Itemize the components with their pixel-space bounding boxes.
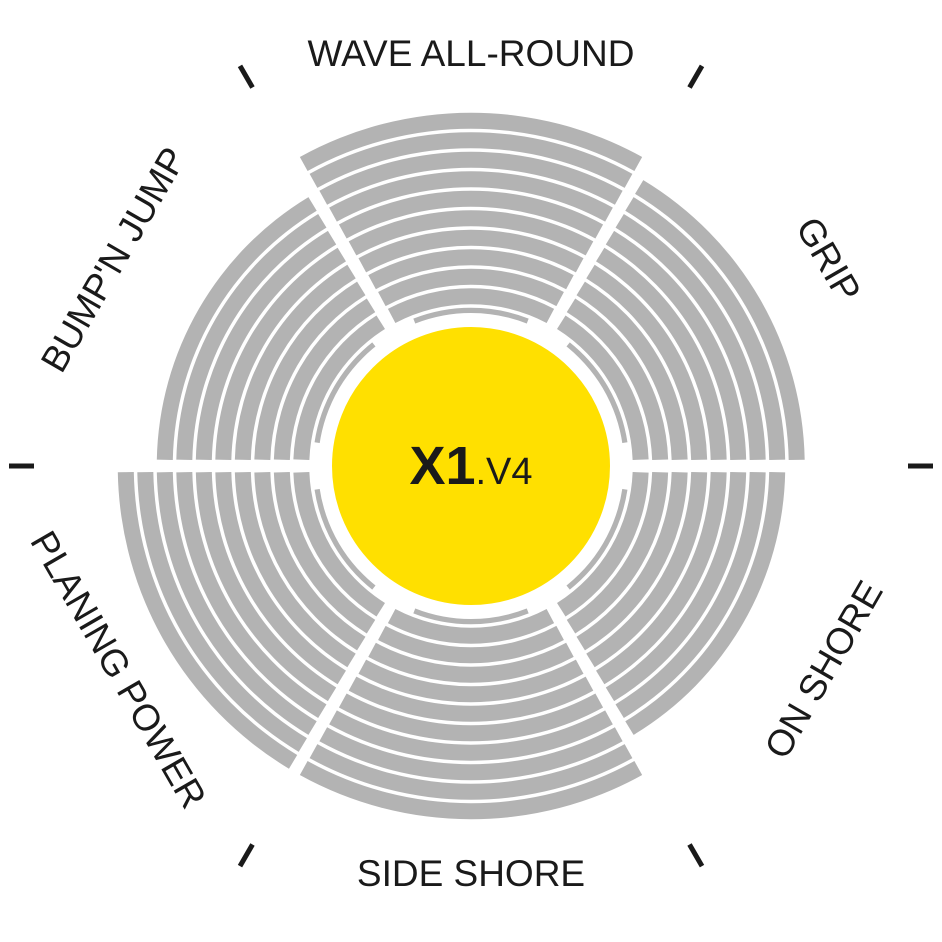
category-label-side-shore: SIDE SHORE	[357, 853, 585, 894]
ring-band	[234, 264, 356, 460]
ring-band	[156, 197, 317, 460]
center-version: .V4	[476, 451, 533, 493]
ring-band	[566, 298, 669, 460]
center-model: X1	[409, 436, 475, 496]
ring-band	[625, 197, 786, 460]
boundary-tick	[687, 843, 705, 868]
ring-band	[557, 315, 649, 460]
ring-band	[299, 761, 643, 820]
ring-band	[195, 230, 337, 460]
ring-band	[176, 213, 327, 460]
ring-band	[329, 710, 613, 761]
ring-band	[378, 268, 564, 307]
boundary-tick	[687, 64, 705, 89]
ring-band	[195, 472, 337, 702]
ring-band	[586, 264, 708, 460]
ring-band	[596, 472, 727, 685]
ring-band	[319, 727, 623, 781]
boundary-tick	[237, 64, 255, 89]
ring-band	[215, 472, 346, 685]
ring-band	[117, 472, 298, 769]
ring-band	[358, 229, 584, 273]
category-label-wave-all-round: WAVE ALL-ROUND	[308, 33, 635, 74]
ring-band	[625, 472, 786, 735]
ring-band	[293, 472, 385, 617]
ring-band	[254, 472, 366, 651]
ring-band	[615, 472, 766, 719]
ring-band	[557, 472, 649, 617]
category-label-on-shore: ON SHORE	[757, 574, 891, 765]
ring-band	[215, 247, 346, 460]
ring-band	[329, 171, 613, 222]
ring-band	[254, 281, 366, 460]
ring-band	[348, 676, 594, 722]
center-circle	[318, 313, 624, 619]
ring-band	[299, 112, 643, 171]
ring-band	[156, 472, 317, 735]
ring-band	[635, 180, 805, 460]
ring-band	[293, 315, 385, 460]
ring-band	[605, 472, 747, 702]
ring-band	[176, 472, 327, 719]
ring-band	[576, 281, 688, 460]
ring-band	[234, 472, 356, 668]
ring-band	[368, 249, 574, 290]
ring-band	[273, 298, 376, 460]
ring-band	[137, 472, 307, 752]
ring-band	[309, 132, 633, 188]
category-label-grip: GRIP	[788, 210, 869, 309]
boundary-tick	[237, 843, 255, 868]
ring-band	[596, 247, 727, 460]
ring-band	[319, 151, 623, 205]
ring-band	[387, 608, 555, 644]
ring-band	[338, 693, 604, 742]
ring-band	[387, 288, 555, 324]
ring-band	[358, 659, 584, 703]
category-label-bump-n-jump: BUMP'N JUMP	[33, 140, 194, 378]
ring-band	[615, 213, 766, 460]
ring-band	[368, 642, 574, 683]
ring-band	[566, 472, 669, 634]
ring-band	[338, 190, 604, 239]
ring-band	[273, 472, 376, 634]
tick-group	[9, 64, 933, 868]
ring-band	[309, 744, 633, 800]
ring-band	[586, 472, 708, 668]
center-label: X1.V4	[409, 436, 532, 496]
ring-band	[348, 210, 594, 256]
ring-band	[378, 625, 564, 664]
ring-band	[576, 472, 688, 651]
ring-band	[605, 230, 747, 460]
